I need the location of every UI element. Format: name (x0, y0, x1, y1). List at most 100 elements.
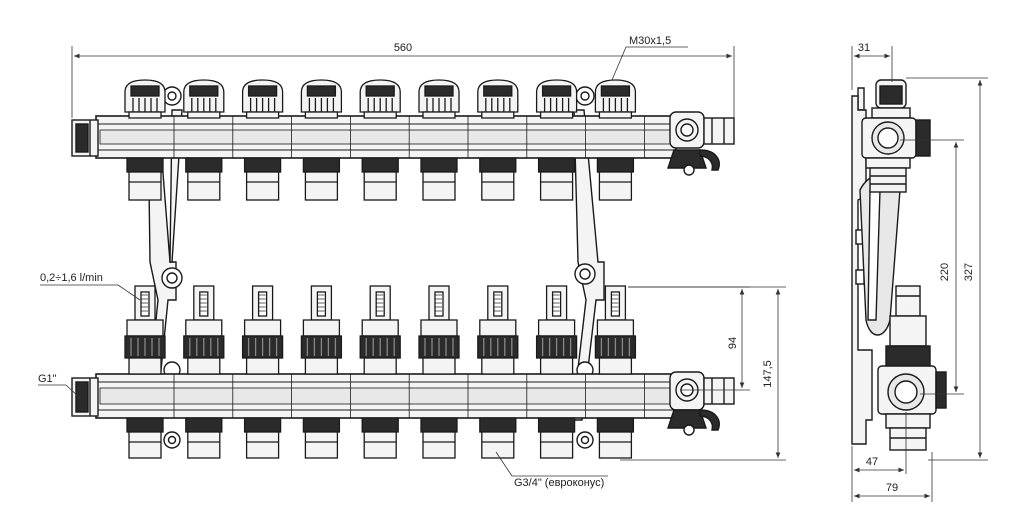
side-view (851, 79, 947, 451)
valve-collar (422, 111, 456, 119)
dim-47-label: 47 (866, 456, 878, 468)
valve-cap-ring (483, 85, 513, 97)
circuit-4 (300, 79, 351, 459)
valve-cap-ring (306, 85, 337, 97)
bottom-outlet (598, 431, 633, 459)
valve-collar (245, 111, 280, 119)
valve-collar (187, 111, 221, 119)
circuit-3 (241, 79, 293, 459)
top-outlet (422, 171, 456, 201)
flowmeter-collar (128, 357, 162, 375)
top-outlet (128, 171, 162, 201)
bottom-manifold-bar (95, 373, 677, 419)
valve-cap-ring (189, 85, 219, 97)
top-outlet-nut (302, 157, 341, 173)
bottom-outlet (187, 431, 221, 459)
bottom-outlet-nut (302, 417, 341, 433)
flowmeter-base (479, 319, 517, 337)
flowmeter-base (185, 319, 223, 337)
flowmeter-collar (187, 357, 221, 375)
circuit-1 (124, 79, 175, 459)
thread-label: M30x1,5 (629, 35, 671, 47)
top-outlet (187, 171, 221, 201)
valve-collar (304, 111, 339, 119)
flowmeter-base (243, 319, 282, 337)
right-bracket (571, 86, 605, 449)
flowmeter-base (537, 319, 576, 337)
leader-g1 (38, 384, 81, 399)
leader-flow (40, 284, 141, 301)
flowmeter-scale (316, 291, 327, 317)
top-outlet-nut (420, 157, 458, 173)
flowmeter-base (126, 319, 164, 337)
valve-cap-ring (365, 85, 395, 97)
valve-cap-ring (541, 85, 572, 97)
flowmeter-scale (610, 291, 621, 317)
top-outlet (304, 171, 339, 201)
bottom-outlet-nut (126, 417, 164, 433)
flowmeter-scale (140, 291, 150, 317)
dim-220-label: 220 (939, 263, 951, 281)
bottom-outlet-nut (361, 417, 399, 433)
bottom-outlet (422, 431, 456, 459)
dim-94-label: 94 (727, 337, 739, 349)
top-inlet-left (71, 119, 99, 157)
top-outlet-nut (537, 157, 576, 173)
bottom-outlet (363, 431, 397, 459)
flowmeter-collar (539, 357, 574, 375)
flowmeter-scale (375, 291, 385, 317)
bottom-outlet (304, 431, 339, 459)
flowmeter-collar (481, 357, 515, 375)
flowmeter-base (596, 319, 635, 337)
flow-range-label: 0,2÷1,6 l/min (40, 272, 103, 284)
top-end-cap-right (667, 111, 735, 176)
bottom-end-cap-right (667, 371, 735, 436)
flowmeter-base (420, 319, 458, 337)
dim-147-label: 147,5 (762, 360, 774, 388)
top-outlet (481, 171, 515, 201)
side-top-valve (861, 79, 931, 193)
leader-outlet (495, 451, 608, 477)
top-outlet-nut (126, 157, 164, 173)
dim-147 (620, 286, 786, 461)
side-dims (851, 46, 988, 502)
dim-width-label: 560 (394, 42, 412, 54)
bottom-outlet-nut (185, 417, 223, 433)
top-outlet (363, 171, 397, 201)
circuit-group (124, 79, 645, 459)
top-outlet-nut (243, 157, 282, 173)
valve-collar (128, 111, 162, 119)
bottom-outlet (539, 431, 574, 459)
flowmeter-collar (422, 357, 456, 375)
flowmeter-base (302, 319, 341, 337)
main-connection-label: G1" (38, 373, 57, 385)
top-outlet (598, 171, 633, 201)
valve-collar (481, 111, 515, 119)
flowmeter-collar (598, 357, 633, 375)
valve-cap-ring (424, 85, 454, 97)
circuit-2 (183, 79, 234, 459)
dim-79-label: 79 (886, 482, 898, 494)
bottom-outlet-nut (479, 417, 517, 433)
valve-cap-ring (130, 85, 160, 97)
top-manifold-bar (95, 115, 677, 159)
circuit-8 (535, 79, 586, 459)
top-outlet-nut (479, 157, 517, 173)
valve-collar (363, 111, 397, 119)
flowmeter-scale (434, 291, 444, 317)
top-outlet-nut (596, 157, 635, 173)
top-outlet-nut (361, 157, 399, 173)
top-outlet (539, 171, 574, 201)
bottom-outlet (128, 431, 162, 459)
circuit-7 (477, 79, 528, 459)
valve-collar (539, 111, 574, 119)
valve-collar (598, 111, 633, 119)
flowmeter-collar (304, 357, 339, 375)
flowmeter-collar (245, 357, 280, 375)
bottom-outlet-nut (243, 417, 282, 433)
top-outlet-nut (185, 157, 223, 173)
bottom-inlet-left (71, 377, 99, 417)
flowmeter-scale (257, 291, 268, 317)
flowmeter-scale (493, 291, 503, 317)
